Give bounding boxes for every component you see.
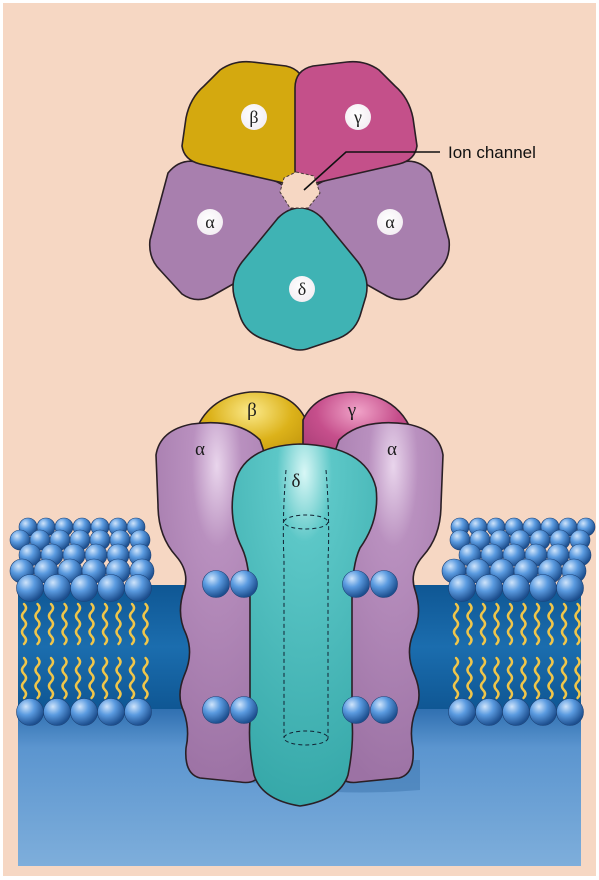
lipid-head: [231, 571, 258, 598]
top-beta-label: β: [249, 107, 258, 127]
top-gamma-label: γ: [353, 107, 362, 127]
lipid-head: [203, 571, 230, 598]
top-alpha-right-label: α: [385, 212, 395, 232]
lipid-head: [17, 699, 44, 726]
lipid-head: [476, 575, 503, 602]
lipid-head: [530, 575, 557, 602]
top-alpha-left-label: α: [205, 212, 215, 232]
lipid-head: [44, 575, 71, 602]
lipid-head: [125, 575, 152, 602]
lipid-head: [44, 699, 71, 726]
side-beta-label: β: [247, 400, 257, 421]
ion-channel-callout: Ion channel: [448, 143, 536, 162]
lipid-head: [343, 571, 370, 598]
lipid-head: [371, 571, 398, 598]
lipid-head: [557, 575, 584, 602]
lipid-head: [98, 699, 125, 726]
lipid-head: [203, 697, 230, 724]
lipid-head: [71, 575, 98, 602]
lipid-head: [476, 699, 503, 726]
side-gamma-label: γ: [347, 400, 356, 421]
lipid-head: [125, 699, 152, 726]
lipid-head: [503, 575, 530, 602]
top-delta-label: δ: [298, 279, 306, 299]
lipid-head: [503, 699, 530, 726]
side-alpha-left-label: α: [195, 439, 205, 460]
lipid-head: [371, 697, 398, 724]
side-delta-label: δ: [292, 471, 301, 492]
lipid-head: [343, 697, 370, 724]
lipid-head: [71, 699, 98, 726]
lipid-head: [98, 575, 125, 602]
lipid-head: [557, 699, 584, 726]
lipid-head: [17, 575, 44, 602]
receptor-protein: β γ α α δ: [156, 392, 443, 806]
lipid-head: [231, 697, 258, 724]
lipid-head: [449, 575, 476, 602]
lipid-head: [530, 699, 557, 726]
lipid-head: [449, 699, 476, 726]
side-alpha-right-label: α: [387, 439, 397, 460]
